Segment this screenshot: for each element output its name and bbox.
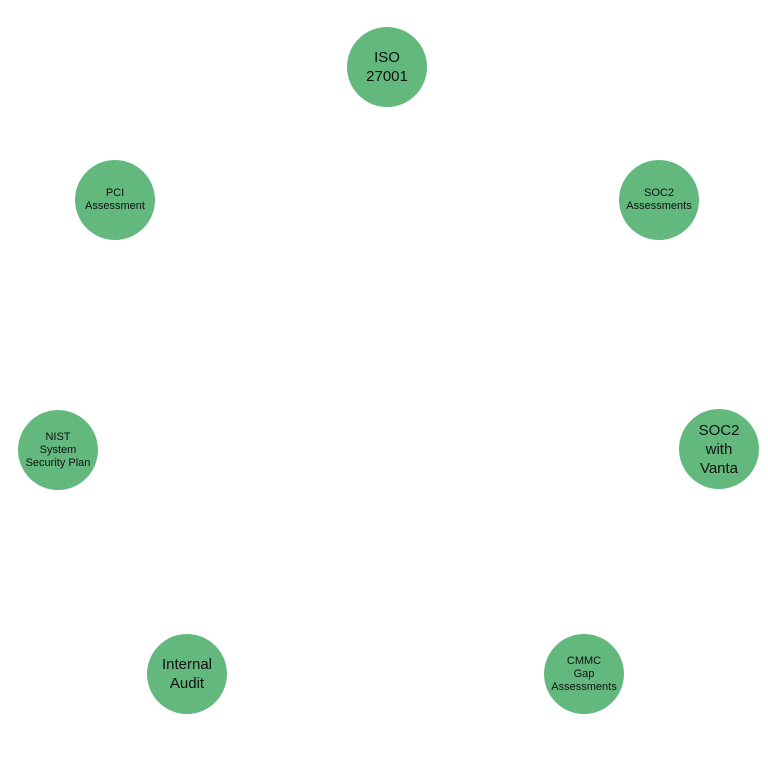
node-nist-system-security-plan[interactable]: NIST System Security Plan	[18, 410, 98, 490]
node-label: NIST System Security Plan	[25, 430, 91, 469]
node-soc2-assessments[interactable]: SOC2 Assessments	[619, 160, 699, 240]
node-soc2-with-vanta[interactable]: SOC2 with Vanta	[679, 409, 759, 489]
node-label: ISO 27001	[366, 49, 408, 85]
node-label: CMMC Gap Assessments	[551, 654, 617, 693]
node-iso-27001[interactable]: ISO 27001	[347, 27, 427, 107]
node-label: SOC2 Assessments	[626, 187, 692, 212]
node-pci-assessment[interactable]: PCI Assessment	[75, 160, 155, 240]
node-label: Internal Audit	[161, 656, 213, 692]
node-internal-audit[interactable]: Internal Audit	[147, 634, 227, 714]
node-cmmc-gap-assessments[interactable]: CMMC Gap Assessments	[544, 634, 624, 714]
node-label: PCI Assessment	[85, 187, 145, 212]
node-label: SOC2 with Vanta	[698, 421, 740, 477]
